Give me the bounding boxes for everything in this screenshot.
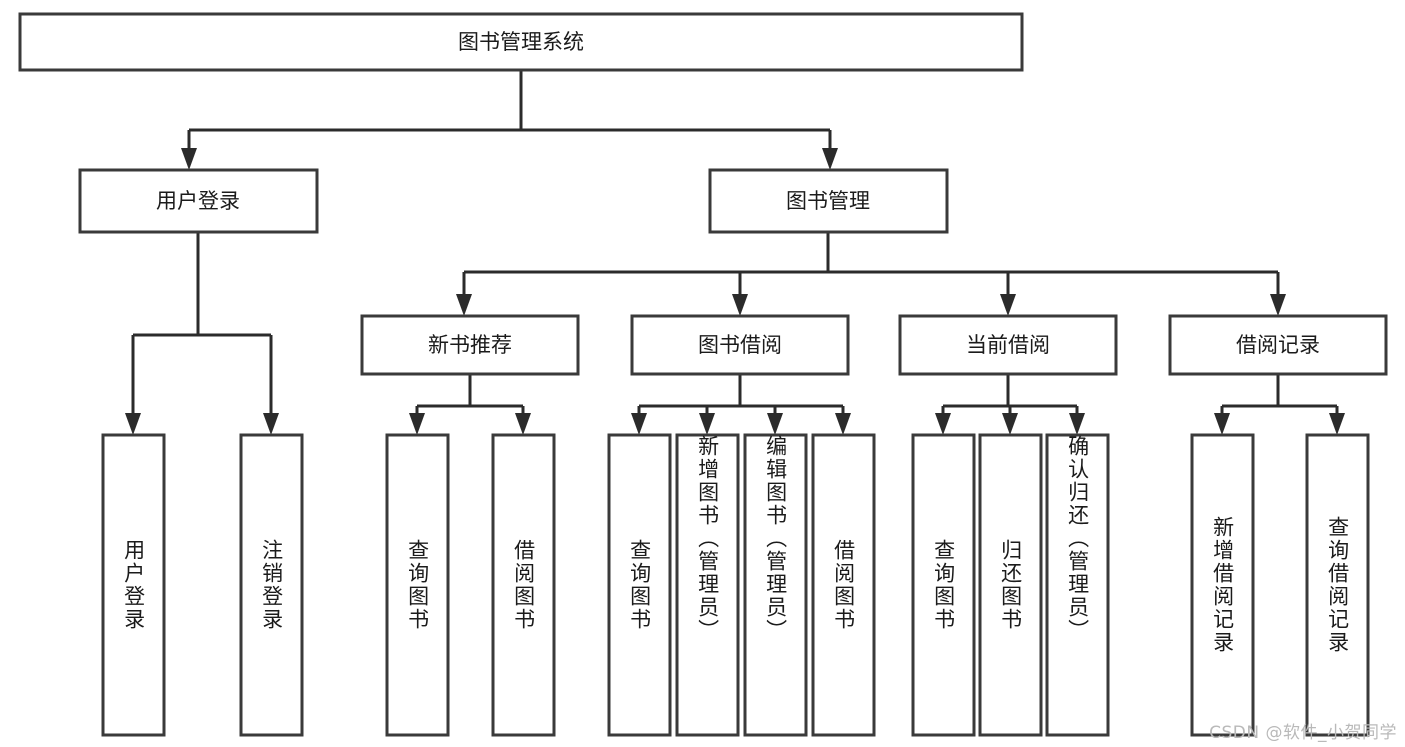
node-box-book-borrow[interactable] xyxy=(630,314,850,376)
connector-group-root xyxy=(181,70,838,170)
arrow-bm-to-current-borrow xyxy=(1000,294,1016,316)
arrow-bm-to-book-borrow xyxy=(732,294,748,316)
node-box-leaf-borrow-book-1[interactable] xyxy=(491,433,556,737)
label-borrow-record: 借阅记录 xyxy=(1236,333,1320,357)
node-box-leaf-borrow-book-2[interactable] xyxy=(811,433,876,737)
label-current-borrow: 当前借阅 xyxy=(966,333,1050,357)
connector-group-current-borrow xyxy=(935,374,1085,435)
connector-group-book-borrow xyxy=(631,374,851,435)
node-box-leaf-confirm-return[interactable] xyxy=(1045,433,1110,737)
node-box-leaf-query-book-1[interactable] xyxy=(385,433,450,737)
label-root: 图书管理系统 xyxy=(458,30,584,54)
arrow-bb-leaf2 xyxy=(699,413,715,435)
arrow-br-leaf2 xyxy=(1329,413,1345,435)
node-box-current-borrow[interactable] xyxy=(898,314,1118,376)
node-box-leaf-query-record[interactable] xyxy=(1305,433,1370,737)
node-box-leaf-add-record[interactable] xyxy=(1190,433,1255,737)
node-box-root[interactable] xyxy=(18,12,1024,72)
arrow-br-leaf1 xyxy=(1214,413,1230,435)
node-box-leaf-user-login[interactable] xyxy=(101,433,166,737)
arrow-bm-to-new-book xyxy=(456,294,472,316)
arrow-bb-leaf4 xyxy=(835,413,851,435)
arrow-bb-leaf3 xyxy=(767,413,783,435)
node-box-book-manage[interactable] xyxy=(708,168,949,234)
node-box-leaf-add-book[interactable] xyxy=(675,433,740,737)
arrow-bm-to-borrow-record xyxy=(1270,294,1286,316)
label-book-manage: 图书管理 xyxy=(786,189,870,213)
node-box-leaf-query-book-3[interactable] xyxy=(911,433,976,737)
watermark: CSDN @软件_小贺同学 xyxy=(1209,723,1397,743)
node-box-leaf-edit-book[interactable] xyxy=(743,433,808,737)
arrow-root-to-user-login xyxy=(181,148,197,170)
connector-group-user-login xyxy=(125,232,279,435)
arrow-user-login-leaf1 xyxy=(125,413,141,435)
arrow-bb-leaf1 xyxy=(631,413,647,435)
connector-group-new-book-recommend xyxy=(409,374,531,435)
arrow-cb-leaf1 xyxy=(935,413,951,435)
node-box-leaf-return-book[interactable] xyxy=(978,433,1043,737)
label-new-book-recommend: 新书推荐 xyxy=(428,333,512,357)
node-box-leaf-user-logout[interactable] xyxy=(239,433,304,737)
node-box-leaf-query-book-2[interactable] xyxy=(607,433,672,737)
node-box-borrow-record[interactable] xyxy=(1168,314,1388,376)
label-user-login: 用户登录 xyxy=(156,189,240,213)
arrow-nbr-leaf2 xyxy=(515,413,531,435)
node-box-new-book-recommend[interactable] xyxy=(360,314,580,376)
arrow-user-login-leaf2 xyxy=(263,413,279,435)
arrow-cb-leaf3 xyxy=(1069,413,1085,435)
arrow-nbr-leaf1 xyxy=(409,413,425,435)
connector-group-book-manage xyxy=(456,232,1286,316)
connector-group-borrow-record xyxy=(1214,374,1345,435)
node-box-user-login[interactable] xyxy=(78,168,319,234)
arrow-cb-leaf2 xyxy=(1002,413,1018,435)
label-book-borrow: 图书借阅 xyxy=(698,333,782,357)
arrow-root-to-book-manage xyxy=(822,148,838,170)
